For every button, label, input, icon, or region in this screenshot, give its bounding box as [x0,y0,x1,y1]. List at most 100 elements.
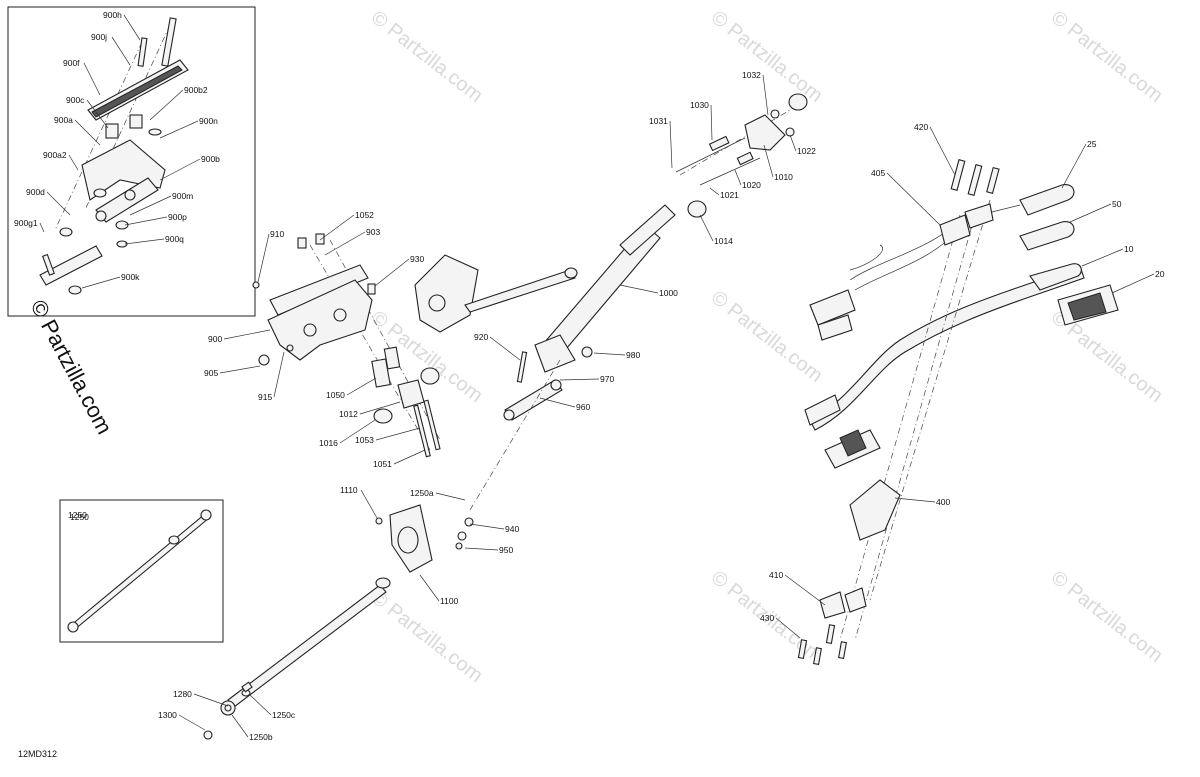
callout-903: 903 [366,227,380,237]
callout-400: 400 [936,497,950,507]
leader-line-405 [886,172,941,226]
callout-900g1: 900g1 [14,218,38,228]
upper-steering-housing [414,254,578,333]
callout-900n: 900n [199,116,218,126]
leader-line-900h [123,14,141,41]
callout-930: 930 [410,254,424,264]
leader-line-900a2 [68,154,79,171]
callout-900d: 900d [26,187,45,197]
callout-1250: 1250 [68,510,87,520]
callout-1053: 1053 [355,435,374,445]
leader-line-960 [539,397,576,408]
steering-column [469,200,707,511]
leader-line-980 [593,352,626,356]
leader-line-900a [74,119,101,146]
callout-1010: 1010 [774,172,793,182]
callout-10: 10 [1124,244,1134,254]
watermark-7: © Partzilla.com [367,587,487,687]
leader-line-1053 [375,427,421,441]
leader-line-10 [1081,248,1124,267]
callout-410: 410 [769,570,783,580]
callout-1250c: 1250c [272,710,296,720]
callout-915: 915 [258,392,272,402]
callout-1021: 1021 [720,190,739,200]
leader-line-920 [489,336,521,361]
callout-1110: 1110 [340,485,358,495]
leader-line-1012 [359,401,401,415]
leader-line-900p [124,216,168,226]
leader-line-1100 [419,574,440,602]
leader-line-430 [775,617,801,639]
callout-1100: 1100 [440,596,459,606]
steering-bracket-assembly [252,233,441,458]
leader-line-905 [219,365,261,374]
diagram-code: 12MD312 [18,749,57,759]
leader-line-1052 [319,214,355,241]
leader-line-1300 [178,714,206,731]
leader-line-20 [1111,273,1155,294]
callout-950: 950 [499,545,513,555]
watermark-layer: © Partzilla.com © Partzilla.com © Partzill… [367,7,1167,687]
leader-line-903 [324,231,366,256]
leader-line-900b2 [149,89,184,121]
callout-900: 900 [208,334,222,344]
callout-430: 430 [760,613,774,623]
leader-line-1110 [360,489,378,519]
leader-line-900b [159,158,201,181]
lower-steering-shaft [203,504,474,740]
leader-line-900k [81,276,121,289]
watermark-2: © Partzilla.com [707,7,827,107]
callout-980: 980 [626,350,640,360]
leader-line-1250b [231,714,249,738]
inset-label-1250: 1250 [70,512,89,522]
handlebar-assembly [797,159,1119,666]
leader-line-25 [1061,143,1087,189]
callout-1031: 1031 [649,116,668,126]
leader-line-900m [129,195,172,216]
callout-900m: 900m [172,191,193,201]
callout-1050: 1050 [326,390,345,400]
callout-970: 970 [600,374,614,384]
callout-1300: 1300 [158,710,177,720]
callout-900a: 900a [54,115,73,125]
callout-900q: 900q [165,234,184,244]
callout-1280: 1280 [173,689,192,699]
watermark-3: © Partzilla.com [1047,7,1167,107]
corner-watermark: © Partzilla.com [26,296,118,439]
callout-1022: 1022 [797,146,816,156]
leader-line-1016 [339,419,376,444]
callout-1014: 1014 [714,236,733,246]
leader-line-915 [273,351,285,398]
leader-line-1250a [435,492,466,501]
leader-line-50 [1069,203,1112,223]
leader-line-410 [784,574,826,606]
callout-905: 905 [204,368,218,378]
leader-line-900c [86,99,109,129]
leader-line-900g1 [39,222,45,233]
inset-box-900 [7,6,256,317]
callout-20: 20 [1155,269,1165,279]
inset-box-1250 [59,499,224,643]
tie-rod-inset [67,509,212,633]
steering-damper-bracket-exploded [39,17,189,295]
callout-940: 940 [505,524,519,534]
callout-1016: 1016 [319,438,338,448]
callout-1032: 1032 [742,70,761,80]
callout-900b2: 900b2 [184,85,208,95]
callout-920: 920 [474,332,488,342]
leader-line-400 [894,497,936,503]
leader-line-900q [124,238,165,245]
callout-900p: 900p [168,212,187,222]
leader-line-1022 [789,134,797,152]
leader-line-1032 [762,74,769,116]
column-top-assembly [675,93,808,186]
callout-900j: 900j [91,32,107,42]
callout-900f: 900f [63,58,80,68]
leader-line-940 [469,523,505,530]
callout-1052: 1052 [355,210,374,220]
callout-900h: 900h [103,10,122,20]
leader-line-900f [83,62,101,96]
leader-line-1030 [710,104,713,141]
